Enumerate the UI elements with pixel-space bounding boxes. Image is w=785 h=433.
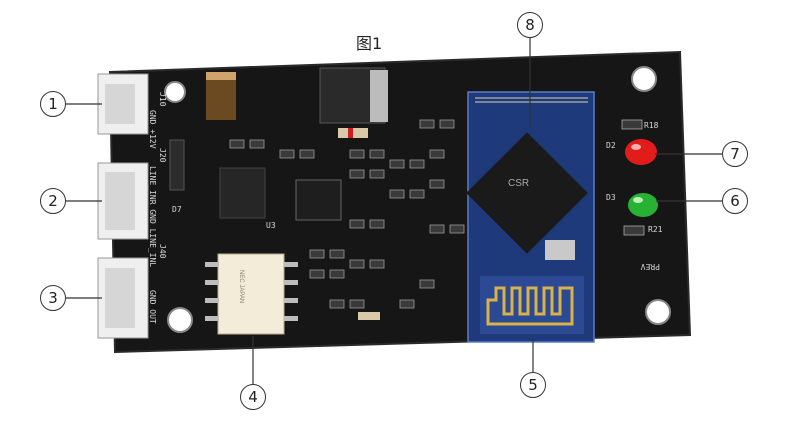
bt-chip-text: CSR <box>508 178 529 189</box>
j10-label: J10 <box>158 92 167 107</box>
callout-1: 1 <box>40 91 66 117</box>
relay-text: NEC JAPAN <box>238 270 244 303</box>
relay-pins <box>205 262 298 321</box>
resistor-r21 <box>623 225 645 236</box>
callout-5: 5 <box>520 372 546 398</box>
vreg-u3 <box>219 167 266 219</box>
callout-2: 2 <box>40 188 66 214</box>
led-green-group <box>628 193 658 217</box>
bt-chip <box>466 132 588 254</box>
regulator-tab <box>370 70 388 122</box>
smd-components <box>229 119 465 309</box>
diode-band <box>348 128 353 138</box>
resistor-r18 <box>621 119 643 130</box>
figure-title: 图1 <box>356 34 383 53</box>
power-pin-label: GND +12V <box>148 110 157 149</box>
r21-label: R21 <box>648 225 663 234</box>
bt-antenna-trace <box>486 286 574 326</box>
diode <box>358 312 380 320</box>
mount-hole <box>167 307 193 333</box>
u3-label: U3 <box>266 221 276 230</box>
d3-label: D3 <box>606 193 616 202</box>
j40-label: J40 <box>158 244 167 259</box>
j20-label: J20 <box>158 148 167 163</box>
mount-hole <box>645 299 671 325</box>
out-pin-label: GND OUT <box>148 290 157 324</box>
mount-hole <box>631 66 657 92</box>
r18-label: R18 <box>644 121 659 130</box>
capacitor-band <box>206 72 236 80</box>
leader-lines <box>66 38 722 384</box>
audio-ic <box>295 179 342 221</box>
callout-7: 7 <box>722 141 748 167</box>
callout-4: 4 <box>240 384 266 410</box>
prev-label: PREV <box>641 262 660 271</box>
out-connector <box>97 257 149 339</box>
power-connector <box>97 73 149 135</box>
line-connector <box>97 162 149 240</box>
line-pin-label: LINE_INR GND LINE_INL <box>148 166 157 267</box>
callout-8: 8 <box>517 12 543 38</box>
mount-hole <box>164 81 186 103</box>
callout-6: 6 <box>722 188 748 214</box>
d7-label: D7 <box>172 205 182 214</box>
bluetooth-module: CSR <box>466 91 595 343</box>
relay: NEC JAPAN <box>217 253 285 335</box>
d2-label: D2 <box>606 141 616 150</box>
led-red-group <box>625 139 657 165</box>
diode-d7 <box>169 139 185 191</box>
callout-3: 3 <box>40 285 66 311</box>
